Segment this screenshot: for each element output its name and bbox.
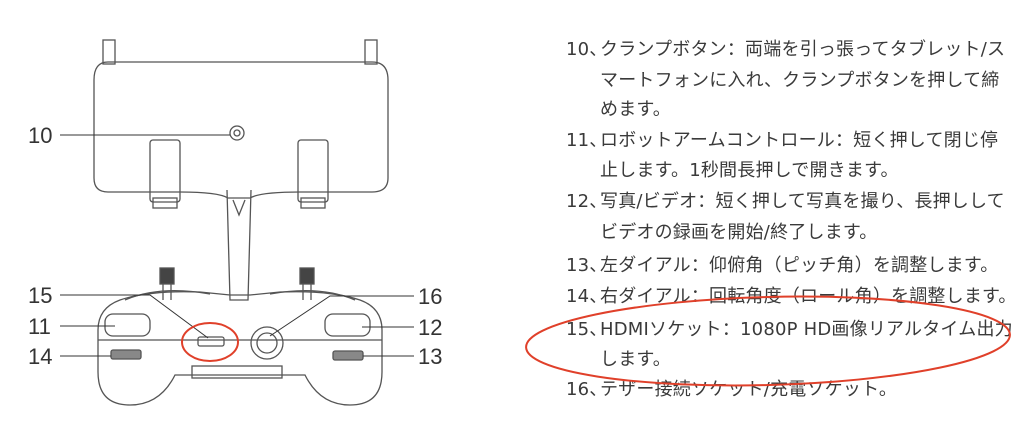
left-stick (159, 267, 175, 285)
holder-top-tab-left (102, 39, 116, 65)
item-text: 止します。1秒間長押しで開きます。 (600, 160, 899, 181)
item-text: HDMIソケット：1080P HD画像リアルタイム出力 (600, 319, 1013, 340)
callout-16: 16 (418, 284, 442, 309)
controller-body (97, 291, 383, 406)
callout-13: 13 (418, 344, 442, 369)
callout-12: 12 (418, 315, 442, 340)
clamp-arm-right (297, 139, 329, 203)
right-stick (299, 267, 315, 285)
item-number: 12、 (566, 191, 608, 212)
clamp-button-icon (229, 125, 245, 141)
tablet-holder (93, 61, 389, 199)
item-text: ビデオの録画を開始/終了します。 (600, 222, 878, 243)
item-text: マートフォンに入れ、クランプボタンを押して締 (600, 70, 1000, 91)
callout-14: 14 (28, 344, 52, 369)
item-text: クランプボタン：両端を引っ張ってタブレット/ス (600, 39, 1006, 60)
tether-socket (250, 326, 284, 360)
callout-11: 11 (28, 314, 51, 339)
clamp-arm-left (149, 139, 181, 203)
hdmi-port (197, 336, 225, 347)
item-text: ロボットアームコントロール：短く押して閉じ停 (600, 130, 999, 151)
item-text: 左ダイアル：仰俯角（ピッチ角）を調整します。 (600, 255, 999, 276)
item-text: 写真/ビデオ：短く押して写真を撮り、長押しして (600, 191, 1005, 212)
item-text: 右ダイアル：回転角度（ロール角）を調整します。 (600, 286, 1017, 307)
callout-15: 15 (28, 283, 52, 308)
left-dial (110, 349, 142, 360)
right-button (324, 313, 371, 337)
item-text: します。 (600, 349, 671, 370)
right-dial (332, 350, 364, 361)
callout-10: 10 (28, 123, 52, 148)
item-number: 11、 (566, 130, 608, 151)
item-text: テザー接続ソケット/充電ソケット。 (600, 379, 898, 400)
item-number: 10、 (566, 39, 608, 60)
item-text: めます。 (600, 99, 671, 120)
remote-controller-diagram: 10 15 11 14 16 12 13 (28, 39, 442, 406)
item-number: 13、 (566, 255, 608, 276)
left-button (104, 313, 151, 337)
holder-stand (226, 189, 252, 301)
holder-top-tab-right (364, 39, 378, 65)
